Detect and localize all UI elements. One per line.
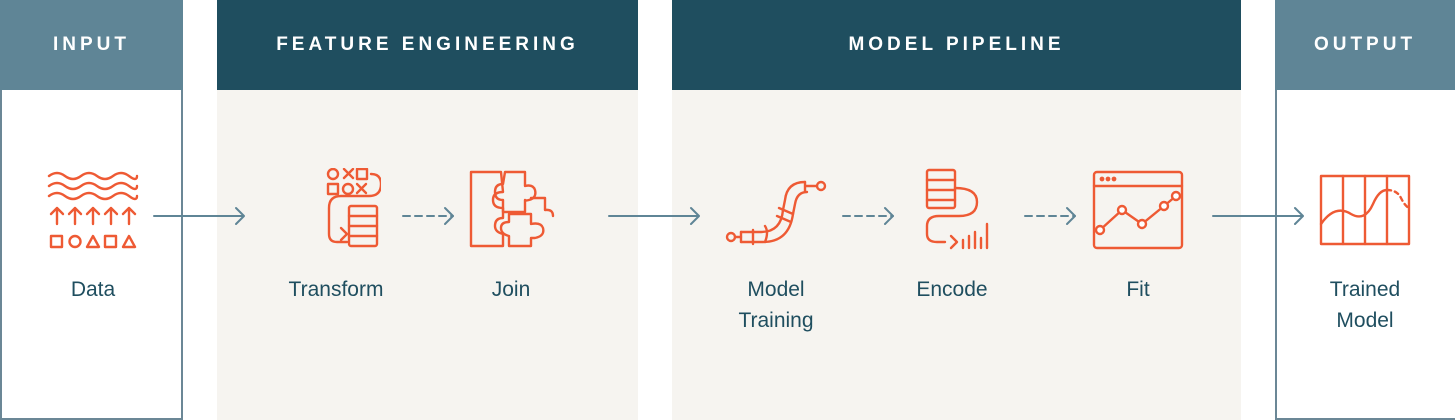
node-trained-model: Trained Model <box>1290 168 1440 336</box>
arrow-model-training-to-encode <box>842 207 894 225</box>
input-panel: INPUT <box>0 0 183 420</box>
node-transform-label: Transform <box>288 278 384 301</box>
node-trained-model-label-line1: Trained <box>1329 278 1401 301</box>
transform-icon <box>326 168 381 248</box>
arrow-data-to-transform <box>153 207 245 225</box>
node-fit-label: Fit <box>1126 278 1150 301</box>
node-model-training-label-line2: Training <box>738 309 814 332</box>
node-model-training-label: Model Training <box>701 274 851 336</box>
node-join: Join <box>436 168 586 305</box>
feature-engineering-body <box>217 90 638 420</box>
input-header: INPUT <box>0 0 183 90</box>
waves-data-icon <box>47 171 139 249</box>
node-data-label: Data <box>70 278 116 301</box>
puzzle-icon <box>469 170 555 248</box>
output-header: OUTPUT <box>1275 0 1455 90</box>
arrow-fit-to-trained-model <box>1212 207 1304 225</box>
line-chart-window-icon <box>1092 170 1184 250</box>
model-pipeline-panel: MODEL PIPELINE <box>672 0 1241 420</box>
node-trained-model-label-line2: Model <box>1336 309 1394 332</box>
feature-engineering-header: FEATURE ENGINEERING <box>217 0 638 90</box>
pipe-icon <box>725 180 827 246</box>
arrow-transform-to-join <box>402 207 454 225</box>
input-body <box>2 90 181 418</box>
node-fit: Fit <box>1063 168 1213 305</box>
node-encode-label: Encode <box>916 278 988 301</box>
node-trained-model-label: Trained Model <box>1290 274 1440 336</box>
output-panel: OUTPUT <box>1275 0 1455 420</box>
node-encode: Encode <box>877 168 1027 305</box>
feature-engineering-panel: FEATURE ENGINEERING <box>217 0 638 420</box>
output-body <box>1277 90 1455 418</box>
model-pipeline-header: MODEL PIPELINE <box>672 0 1241 90</box>
encode-icon <box>925 168 989 250</box>
curve-grid-icon <box>1319 174 1411 246</box>
node-model-training: Model Training <box>701 168 851 336</box>
arrow-encode-to-fit <box>1024 207 1076 225</box>
node-join-label: Join <box>491 278 531 301</box>
node-data: Data <box>18 168 168 305</box>
node-model-training-label-line1: Model <box>747 278 805 301</box>
node-transform: Transform <box>261 168 411 305</box>
model-pipeline-body <box>672 90 1241 420</box>
arrow-join-to-model-training <box>608 207 700 225</box>
